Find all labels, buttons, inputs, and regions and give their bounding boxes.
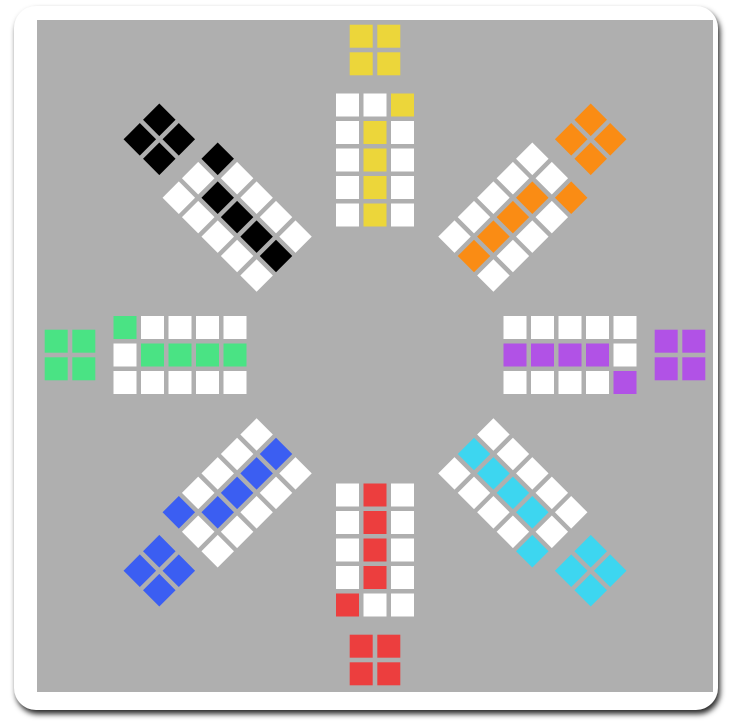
home-base-purple bbox=[655, 330, 706, 381]
track-cell[interactable] bbox=[169, 371, 192, 394]
track-arm-purple bbox=[504, 316, 637, 394]
track-cell[interactable] bbox=[559, 371, 582, 394]
home-piece-green[interactable] bbox=[72, 357, 95, 380]
track-cell[interactable] bbox=[336, 511, 359, 534]
track-cell[interactable] bbox=[391, 121, 414, 144]
track-cell-green[interactable] bbox=[169, 344, 192, 367]
track-cell[interactable] bbox=[391, 484, 414, 507]
home-piece-green[interactable] bbox=[45, 357, 68, 380]
track-cell-red[interactable] bbox=[364, 484, 387, 507]
track-cell[interactable] bbox=[391, 176, 414, 199]
home-piece-purple[interactable] bbox=[682, 330, 705, 353]
track-cell-yellow[interactable] bbox=[391, 94, 414, 117]
track-cell-purple[interactable] bbox=[531, 344, 554, 367]
track-arm-cyan bbox=[438, 418, 587, 567]
track-arm-black bbox=[163, 143, 312, 292]
home-piece-yellow[interactable] bbox=[350, 25, 373, 48]
home-base-yellow bbox=[350, 25, 401, 76]
track-cell[interactable] bbox=[336, 121, 359, 144]
home-base-red bbox=[350, 635, 401, 686]
home-piece-yellow[interactable] bbox=[377, 52, 400, 75]
track-cell-green[interactable] bbox=[141, 344, 164, 367]
track-arm-green bbox=[114, 316, 247, 394]
track-cell-red[interactable] bbox=[364, 511, 387, 534]
track-cell[interactable] bbox=[114, 344, 137, 367]
track-cell-green[interactable] bbox=[224, 344, 247, 367]
track-cell[interactable] bbox=[364, 94, 387, 117]
track-cell[interactable] bbox=[336, 484, 359, 507]
track-cell-red[interactable] bbox=[364, 539, 387, 562]
home-piece-red[interactable] bbox=[350, 635, 373, 658]
home-piece-yellow[interactable] bbox=[350, 52, 373, 75]
track-cell[interactable] bbox=[224, 316, 247, 339]
track-arm-orange bbox=[438, 143, 587, 292]
home-base-orange bbox=[555, 104, 627, 176]
home-piece-purple[interactable] bbox=[682, 357, 705, 380]
track-cell[interactable] bbox=[336, 539, 359, 562]
track-cell[interactable] bbox=[504, 316, 527, 339]
track-cell-green[interactable] bbox=[114, 316, 137, 339]
track-cell[interactable] bbox=[169, 316, 192, 339]
track-cell[interactable] bbox=[141, 316, 164, 339]
home-piece-red[interactable] bbox=[350, 662, 373, 685]
track-cell[interactable] bbox=[614, 344, 637, 367]
track-cell[interactable] bbox=[196, 371, 219, 394]
track-cell-red[interactable] bbox=[336, 594, 359, 617]
home-piece-purple[interactable] bbox=[655, 357, 678, 380]
home-base-cyan bbox=[555, 535, 627, 607]
home-base-blue bbox=[124, 535, 196, 607]
track-cell[interactable] bbox=[559, 316, 582, 339]
track-cell[interactable] bbox=[336, 204, 359, 227]
track-cell[interactable] bbox=[141, 371, 164, 394]
track-cell-yellow[interactable] bbox=[364, 149, 387, 172]
home-piece-red[interactable] bbox=[377, 662, 400, 685]
track-cell-yellow[interactable] bbox=[364, 121, 387, 144]
track-cell-purple[interactable] bbox=[504, 344, 527, 367]
track-cell[interactable] bbox=[224, 371, 247, 394]
track-cell[interactable] bbox=[531, 371, 554, 394]
track-cell-yellow[interactable] bbox=[364, 176, 387, 199]
home-piece-green[interactable] bbox=[72, 330, 95, 353]
track-cell[interactable] bbox=[391, 566, 414, 589]
track-cell[interactable] bbox=[196, 316, 219, 339]
track-cell[interactable] bbox=[391, 539, 414, 562]
track-cell-purple[interactable] bbox=[559, 344, 582, 367]
track-cell[interactable] bbox=[336, 176, 359, 199]
track-cell[interactable] bbox=[391, 594, 414, 617]
home-piece-purple[interactable] bbox=[655, 330, 678, 353]
track-cell[interactable] bbox=[364, 594, 387, 617]
home-piece-red[interactable] bbox=[377, 635, 400, 658]
track-cell[interactable] bbox=[586, 371, 609, 394]
home-piece-yellow[interactable] bbox=[377, 25, 400, 48]
home-base-black bbox=[124, 104, 196, 176]
track-cell-red[interactable] bbox=[364, 566, 387, 589]
track-arm-yellow bbox=[336, 94, 414, 227]
track-cell[interactable] bbox=[336, 149, 359, 172]
home-base-green bbox=[45, 330, 96, 381]
track-cell[interactable] bbox=[504, 371, 527, 394]
track-cell[interactable] bbox=[614, 316, 637, 339]
track-cell[interactable] bbox=[336, 566, 359, 589]
track-cell[interactable] bbox=[586, 316, 609, 339]
track-arm-red bbox=[336, 484, 414, 617]
track-cell-yellow[interactable] bbox=[364, 204, 387, 227]
track-cell[interactable] bbox=[391, 149, 414, 172]
track-cell[interactable] bbox=[391, 204, 414, 227]
track-cell-purple[interactable] bbox=[614, 371, 637, 394]
track-cell[interactable] bbox=[391, 511, 414, 534]
track-cell[interactable] bbox=[114, 371, 137, 394]
home-piece-green[interactable] bbox=[45, 330, 68, 353]
track-cell[interactable] bbox=[336, 94, 359, 117]
track-cell[interactable] bbox=[531, 316, 554, 339]
track-cell-green[interactable] bbox=[196, 344, 219, 367]
track-cell-purple[interactable] bbox=[586, 344, 609, 367]
track-arm-blue bbox=[163, 418, 312, 567]
